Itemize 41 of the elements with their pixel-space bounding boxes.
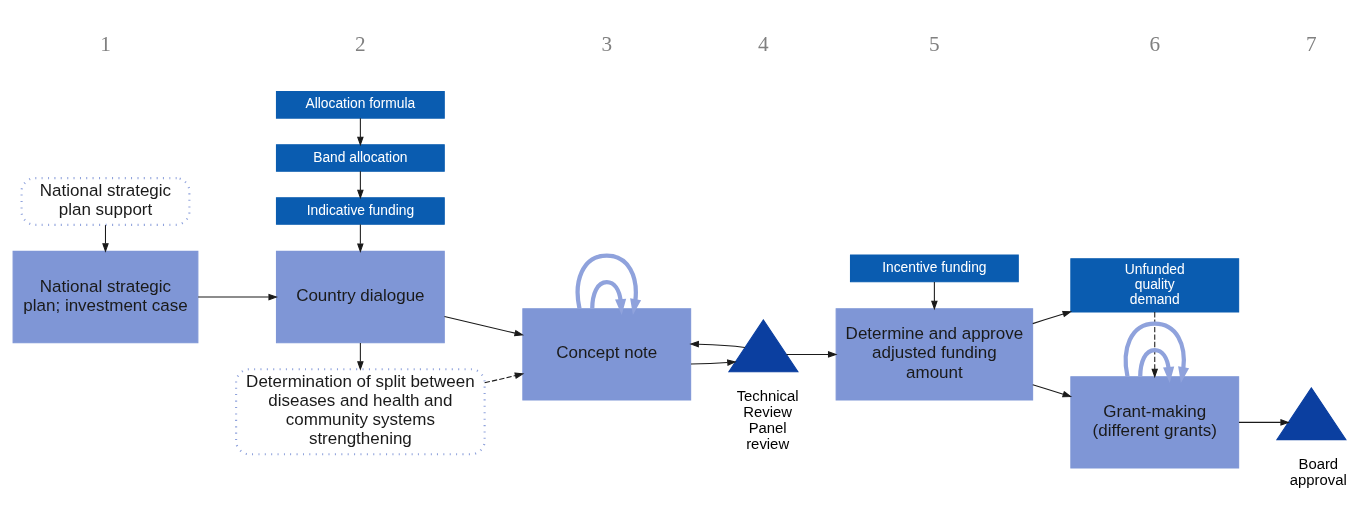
node-box: Concept note	[522, 308, 692, 401]
arrow	[1123, 321, 1190, 383]
node-box: Country dialogue	[275, 250, 445, 344]
arrow	[931, 281, 938, 311]
arrow	[357, 224, 364, 253]
node-box: Unfunded quality demand	[1070, 258, 1240, 313]
node-box: Determination of split between diseases and health and community systems strengthening	[235, 368, 486, 456]
label: 3	[601, 31, 613, 56]
label: 7	[1306, 31, 1317, 56]
arrow	[1238, 419, 1290, 426]
label: 2	[355, 31, 366, 56]
node-label: Board approval	[1289, 455, 1347, 488]
arrow	[690, 359, 737, 366]
arrow	[689, 340, 746, 349]
node-box: Incentive funding	[849, 254, 1019, 283]
node-box: National strategic plan support	[20, 177, 191, 226]
node-box: Grant-making (different grants)	[1070, 376, 1240, 469]
arrow	[590, 280, 627, 315]
node-box: National strategic plan; investment case	[12, 250, 199, 344]
node-box: Allocation formula	[275, 91, 445, 119]
arrow	[1032, 384, 1073, 398]
arrow	[484, 372, 525, 384]
arrow	[197, 293, 278, 301]
node-label: Technical Review Panel review	[736, 387, 799, 452]
arrow	[575, 253, 642, 316]
arrow	[1032, 310, 1073, 325]
arrow	[1138, 348, 1175, 383]
label: 5	[929, 31, 940, 56]
label: 1	[100, 31, 111, 56]
arrow	[357, 170, 364, 200]
node-box: Determine and approve adjusted funding amount	[835, 308, 1034, 401]
arrow	[786, 351, 838, 358]
arrow	[357, 342, 364, 371]
label: 6	[1149, 31, 1161, 56]
arrow	[357, 117, 364, 147]
label: 4	[758, 31, 769, 56]
node-box: Indicative funding	[275, 197, 445, 225]
arrow	[102, 224, 109, 253]
arrow	[443, 316, 525, 337]
arrow	[1151, 311, 1159, 379]
node-box: Band allocation	[275, 144, 445, 172]
